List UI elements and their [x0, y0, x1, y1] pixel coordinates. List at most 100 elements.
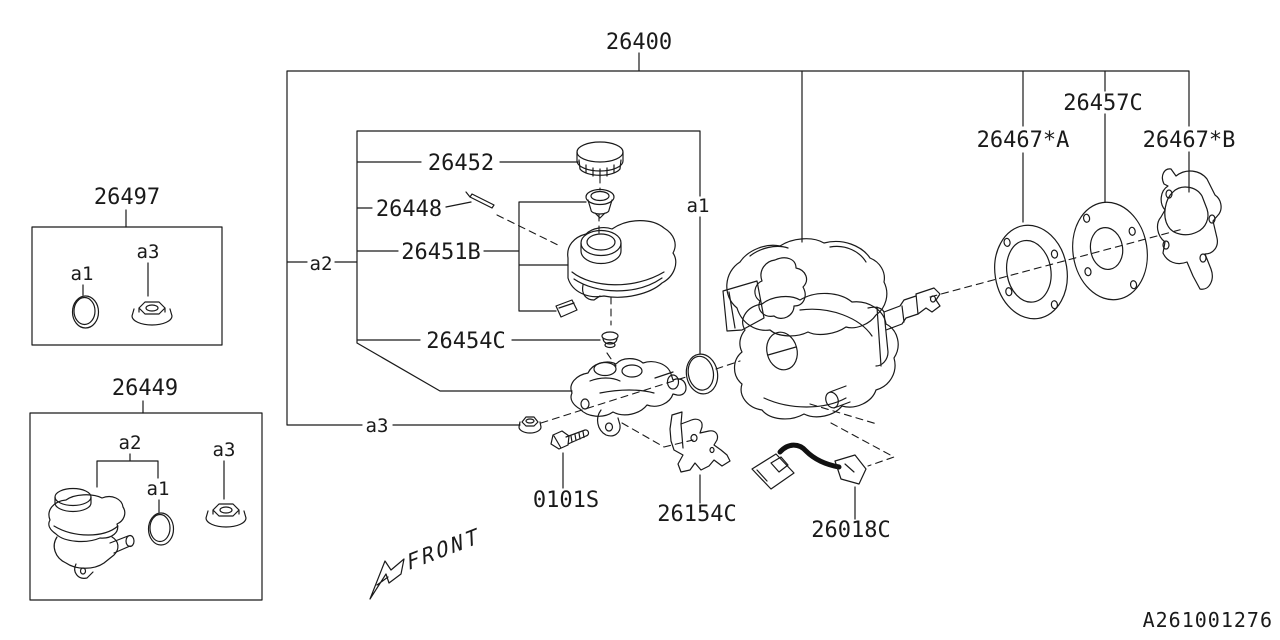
gasket-a-inner: [1006, 239, 1052, 303]
gasket-a-drawing: [994, 224, 1068, 320]
gasket-a-hole: [1005, 287, 1013, 297]
part-label-0101S[interactable]: 0101S: [533, 488, 599, 513]
diagram-id: A261001276: [1143, 608, 1273, 632]
reservoir-filter-drawing: [585, 188, 615, 219]
o-ring-drawing-small: [147, 512, 175, 546]
part-label-26454C[interactable]: 26454C: [426, 329, 505, 354]
part-label-26467B[interactable]: 26467*B: [1143, 128, 1236, 153]
gasket-b-hole: [1208, 214, 1216, 224]
part-label-26449[interactable]: 26449: [112, 376, 178, 401]
o-ring-inner: [687, 355, 715, 391]
spacer-hole: [1082, 213, 1091, 223]
spacer-inner: [1089, 227, 1124, 270]
booster-mount-plate: [722, 280, 765, 332]
gasket-b-drawing: [1156, 168, 1222, 290]
front-arrow-icon: [369, 558, 405, 600]
part-label-26451B[interactable]: 26451B: [401, 240, 480, 265]
mc-snout-end: [666, 374, 680, 390]
booster-flange-band: [867, 306, 889, 367]
mini-mc-snout-end: [125, 534, 135, 548]
gasket-a-hole: [1003, 237, 1011, 247]
grommet-bottom: [604, 341, 616, 349]
kit-box-26497: [31, 226, 223, 346]
gasket-b-hole: [1165, 189, 1173, 199]
mc-ear: [596, 409, 621, 437]
booster-stud-end: [825, 391, 839, 409]
grommet-drawing: [601, 331, 619, 349]
ref-label-a3-main[interactable]: a3: [366, 415, 389, 437]
brake-booster-drawing: [722, 238, 941, 420]
o-ring-drawing-small: [71, 295, 100, 329]
reservoir-tab: [581, 284, 601, 301]
spacer-hole: [1084, 267, 1092, 277]
gasket-a-outer: [994, 224, 1068, 320]
bracket-hole-2: [709, 446, 715, 454]
o-ring-inner: [73, 296, 96, 326]
o-ring-outer: [147, 512, 175, 546]
flange-nut-drawing: [131, 301, 173, 326]
spacer-drawing: [1072, 201, 1148, 301]
flange-nut-drawing-main: [518, 416, 542, 434]
o-ring-drawing-main: [685, 353, 719, 395]
nut-hole: [145, 304, 159, 312]
ref-label-a1-main[interactable]: a1: [687, 195, 710, 217]
mini-mc-ear: [74, 563, 94, 579]
booster-axis-mark: [767, 346, 797, 356]
part-label-26457C[interactable]: 26457C: [1063, 91, 1142, 116]
o-ring-outer: [71, 295, 100, 329]
filter-rim: [585, 188, 615, 206]
mc-ear-hole: [604, 422, 614, 432]
part-label-26400[interactable]: 26400: [606, 30, 672, 55]
cap-knurl: [585, 164, 615, 178]
ref-label-a2-main[interactable]: a2: [310, 253, 333, 275]
kit-box-26449-frame: [29, 412, 263, 601]
mini-mc-ear-hole: [79, 567, 87, 575]
mini-mc-reservoir-rib: [53, 525, 119, 536]
booster-rear-detail: [749, 245, 867, 263]
mc-body: [570, 358, 687, 417]
gasket-a-hole: [1050, 249, 1059, 259]
mini-mc-snout: [109, 535, 131, 554]
reservoir-outlet: [555, 299, 578, 318]
part-label-26497[interactable]: 26497: [94, 185, 160, 210]
bolt-drawing: [550, 429, 590, 450]
part-label-26154C[interactable]: 26154C: [657, 502, 736, 527]
float-pin-drawing: [465, 191, 495, 209]
booster-clevis: [915, 287, 941, 315]
nut-hole: [525, 418, 535, 424]
part-label-26467A[interactable]: 26467*A: [977, 128, 1070, 153]
harness-connector-left-detail: [770, 456, 789, 473]
kit-box-26497-leaders: [82, 262, 149, 297]
nut-hole: [219, 506, 233, 514]
mini-mc-body: [53, 536, 119, 569]
spacer-hole: [1128, 226, 1136, 236]
part-label-26448[interactable]: 26448: [376, 197, 442, 222]
ref-label-a2-box26449[interactable]: a2: [119, 432, 142, 454]
ref-label-a1-box26449[interactable]: a1: [147, 478, 170, 500]
master-cylinder-drawing: [570, 358, 687, 437]
nut-flange: [518, 421, 542, 434]
bracket-bend-line: [680, 423, 684, 449]
booster-pushrod: [883, 295, 919, 331]
spacer-outer: [1072, 201, 1148, 301]
part-label-26018C[interactable]: 26018C: [811, 518, 890, 543]
booster-cutout: [754, 257, 808, 319]
ref-label-a3-box26497[interactable]: a3: [137, 241, 160, 263]
bolt-shank: [565, 429, 590, 445]
part-label-26452[interactable]: 26452: [428, 151, 494, 176]
gasket-b-outline: [1156, 168, 1222, 290]
reservoir-cap-drawing: [576, 141, 624, 178]
gasket-a-hole: [1050, 300, 1059, 310]
ref-label-a3-box26449[interactable]: a3: [213, 439, 236, 461]
ref-label-a1-box26497[interactable]: a1: [71, 263, 94, 285]
spacer-hole: [1129, 280, 1138, 290]
grommet-cup: [602, 337, 618, 345]
mini-mc-reservoir: [48, 494, 126, 543]
booster-rear-shell: [726, 238, 888, 337]
bracket-outline: [669, 411, 731, 473]
mc-detail-lines: [589, 371, 674, 394]
gasket-b-hole: [1199, 253, 1207, 263]
assembly-bracket-lines: [125, 52, 1190, 520]
